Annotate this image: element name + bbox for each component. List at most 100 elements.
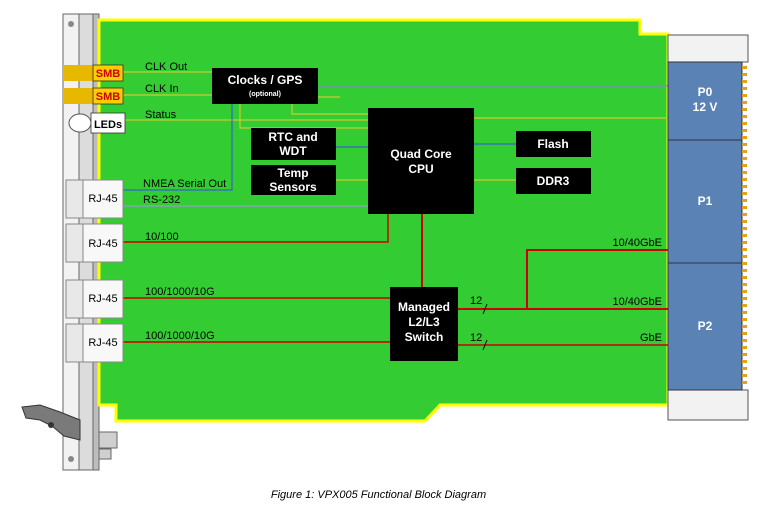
rj45-port-3[interactable]: RJ-45 — [65, 279, 124, 319]
rtc-wdt-block: RTC and WDT — [251, 128, 336, 160]
smb-connector-1[interactable]: SMB — [63, 64, 124, 82]
smb-connector-2-label: SMB — [96, 91, 121, 103]
connector-pin — [742, 129, 747, 132]
clocks-gps-note: (optional) — [249, 91, 281, 98]
temp-sensors-block: Temp Sensors — [251, 165, 336, 195]
rj45-port-2[interactable]: RJ-45 — [65, 223, 124, 263]
clocks-gps-title: Clocks / GPS — [228, 73, 303, 87]
connector-pin — [742, 178, 747, 181]
connector-pin — [742, 192, 747, 195]
flash-block: Flash — [516, 131, 591, 157]
connector-pin — [742, 213, 747, 216]
connector-pin — [742, 150, 747, 153]
label-10-100: 10/100 — [145, 231, 179, 243]
connector-pin — [742, 255, 747, 258]
connector-pin — [742, 304, 747, 307]
ddr3-block: DDR3 — [516, 168, 591, 194]
label-rs232: RS-232 — [143, 194, 180, 206]
rj45-port-1[interactable]: RJ-45 — [65, 179, 124, 219]
connector-pin — [742, 332, 747, 335]
connector-pin — [742, 234, 747, 237]
rtc-wdt-line1: RTC and — [268, 130, 317, 144]
smb-connector-2[interactable]: SMB — [63, 87, 124, 105]
connector-pin — [742, 311, 747, 314]
connector-pin — [742, 115, 747, 118]
connector-pin — [742, 80, 747, 83]
temp-sensors-line1: Temp — [277, 166, 308, 180]
connector-pin — [742, 381, 747, 384]
connector-pin — [742, 122, 747, 125]
leds-label: LEDs — [94, 119, 122, 131]
label-nmea-serial-out: NMEA Serial Out — [143, 178, 226, 190]
switch-line1: Managed — [398, 300, 450, 314]
label-clk-in: CLK In — [145, 83, 179, 95]
connector-p1-label: P1 — [698, 194, 713, 208]
connector-pin — [742, 185, 747, 188]
rj45-port-2-label: RJ-45 — [88, 238, 117, 250]
connector-pin — [742, 283, 747, 286]
figure-caption: Figure 1: VPX005 Functional Block Diagra… — [270, 489, 487, 501]
clocks-gps-block: Clocks / GPS (optional) — [212, 68, 318, 104]
connector-pin — [742, 73, 747, 76]
backplane-guide-bottom — [667, 389, 749, 421]
connector-pin — [742, 101, 747, 104]
connector-pin — [742, 206, 747, 209]
label-lanes-2: 12 — [470, 332, 482, 344]
switch-line3: Switch — [405, 330, 444, 344]
rj45-port-4-label: RJ-45 — [88, 337, 117, 349]
connector-pin — [742, 143, 747, 146]
connector-pin — [742, 269, 747, 272]
ddr3-label: DDR3 — [537, 174, 570, 188]
connector-pin — [742, 346, 747, 349]
connector-pin — [742, 367, 747, 370]
label-eth-10g-1: 100/1000/10G — [145, 286, 215, 298]
label-eth-10g-2: 100/1000/10G — [145, 330, 215, 342]
label-40gbe-1: 10/40GbE — [612, 237, 662, 249]
rj45-port-3-label: RJ-45 — [88, 293, 117, 305]
connector-pin — [742, 220, 747, 223]
connector-pin — [742, 227, 747, 230]
cpu-line1: Quad Core — [390, 147, 452, 161]
rj45-port-4[interactable]: RJ-45 — [65, 323, 124, 363]
connector-pin — [742, 248, 747, 251]
label-status: Status — [145, 109, 177, 121]
connector-pin — [742, 136, 747, 139]
connector-pin — [742, 199, 747, 202]
connector-pin — [742, 353, 747, 356]
connector-pin — [742, 360, 747, 363]
connector-pin — [742, 108, 747, 111]
temp-sensors-line2: Sensors — [269, 180, 317, 194]
connector-pins — [742, 66, 747, 384]
connector-pin — [742, 297, 747, 300]
pcb-board — [97, 18, 670, 423]
connector-pin — [742, 318, 747, 321]
connector-pin — [742, 262, 747, 265]
label-40gbe-2: 10/40GbE — [612, 296, 662, 308]
connector-pin — [742, 290, 747, 293]
signal-traces — [123, 71, 668, 351]
connector-pin — [742, 171, 747, 174]
connector-p0-line1: P0 — [698, 85, 713, 99]
switch-block: Managed L2/L3 Switch — [390, 287, 458, 361]
connector-p0-line2: 12 V — [693, 100, 718, 114]
switch-line2: L2/L3 — [408, 315, 440, 329]
label-gbe: GbE — [640, 332, 662, 344]
connector-pin — [742, 325, 747, 328]
connector-pin — [742, 164, 747, 167]
connector-p2-label: P2 — [698, 319, 713, 333]
connector-pin — [742, 66, 747, 69]
backplane-connectors: P0 12 V P1 P2 — [667, 34, 749, 421]
rtc-wdt-line2: WDT — [279, 144, 307, 158]
connector-p1 — [667, 139, 743, 264]
rj45-port-1-label: RJ-45 — [88, 193, 117, 205]
ejector-handle[interactable] — [21, 404, 118, 460]
smb-connector-1-label: SMB — [96, 68, 121, 80]
flash-label: Flash — [537, 137, 568, 151]
connector-pin — [742, 157, 747, 160]
connector-pin — [742, 241, 747, 244]
cpu-block: Quad Core CPU — [368, 108, 474, 214]
backplane-guide-top — [667, 34, 749, 63]
connector-pin — [742, 276, 747, 279]
cpu-line2: CPU — [408, 162, 433, 176]
signal-labels: CLK Out CLK In Status NMEA Serial Out RS… — [143, 61, 662, 344]
